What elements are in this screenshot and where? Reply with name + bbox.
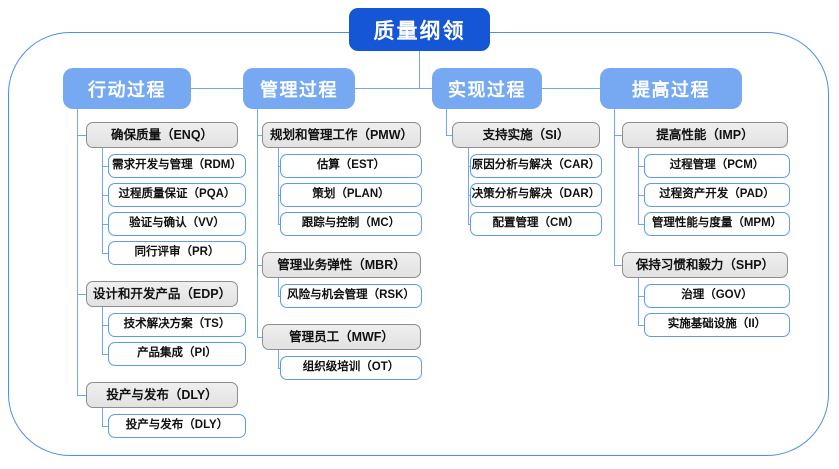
leaf-box-1-2-1[interactable]: 技术解决方案（TS）	[108, 313, 246, 337]
leaf-box-3-1-3[interactable]: 配置管理（CM）	[470, 212, 602, 236]
leaf-box-2-1-2[interactable]: 策划（PLAN）	[280, 183, 422, 207]
connector-v-group-2-3	[278, 350, 280, 368]
connector-h-group-1-3	[77, 395, 86, 397]
leaf-box-3-1-1[interactable]: 原因分析与解决（CAR）	[470, 154, 602, 178]
group-box-1-3[interactable]: 投产与发布（DLY）	[86, 382, 238, 408]
column-header-2[interactable]: 管理过程	[243, 68, 355, 109]
group-box-1-1[interactable]: 确保质量（ENQ）	[86, 122, 238, 148]
connector-h-leaf-3-1-3	[468, 224, 470, 226]
connector-v-title	[419, 51, 421, 88]
leaf-box-1-1-4[interactable]: 同行评审（PR）	[108, 241, 246, 265]
connector-h-leaf-4-2-1	[638, 296, 644, 298]
leaf-box-2-1-3[interactable]: 跟踪与控制（MC）	[280, 212, 422, 236]
leaf-box-1-1-1[interactable]: 需求开发与管理（RDM）	[108, 154, 246, 178]
leaf-box-1-1-2[interactable]: 过程质量保证（PQA）	[108, 183, 246, 207]
group-box-1-2[interactable]: 设计和开发产品（EDP）	[86, 281, 238, 307]
connector-v-column-1	[77, 109, 79, 395]
leaf-box-4-1-2[interactable]: 过程资产开发（PAD）	[644, 183, 790, 207]
connector-v-group-4-2	[638, 278, 640, 325]
connector-v-group-1-1	[102, 148, 104, 253]
connector-v-column-3	[446, 109, 448, 135]
connector-h-group-2-3	[257, 337, 262, 339]
connector-h-leaf-4-1-2	[638, 195, 644, 197]
leaf-box-4-1-1[interactable]: 过程管理（PCM）	[644, 154, 790, 178]
connector-h-group-1-1	[77, 135, 86, 137]
connector-h-leaf-2-3-1	[278, 368, 280, 370]
leaf-box-1-1-3[interactable]: 验证与确认（VV）	[108, 212, 246, 236]
connector-v-group-2-2	[278, 278, 280, 296]
group-box-4-1[interactable]: 提高性能（IMP）	[622, 122, 788, 148]
connector-v-group-3-1	[468, 148, 470, 224]
connector-v-group-1-2	[102, 307, 104, 354]
leaf-box-4-2-1[interactable]: 治理（GOV）	[644, 284, 790, 308]
leaf-box-2-3-1[interactable]: 组织级培训（OT）	[280, 356, 422, 380]
group-box-2-3[interactable]: 管理员工（MWF）	[262, 324, 421, 350]
connector-h-leaf-2-2-1	[278, 296, 280, 298]
connector-h-group-2-1	[257, 135, 262, 137]
connector-h-leaf-4-2-2	[638, 325, 644, 327]
connector-h-leaf-1-3-1	[102, 426, 108, 428]
leaf-box-4-1-3[interactable]: 管理性能与度量（MPM）	[644, 212, 790, 236]
connector-v-column-2	[257, 109, 259, 337]
connector-h-leaf-1-1-2	[102, 195, 108, 197]
connector-h-leaf-1-1-3	[102, 224, 108, 226]
root-title: 质量纲领	[349, 8, 490, 51]
group-box-2-2[interactable]: 管理业务弹性（MBR）	[262, 252, 421, 278]
connector-h-leaf-4-1-1	[638, 166, 644, 168]
group-box-3-1[interactable]: 支持实施（SI）	[452, 122, 600, 148]
group-box-2-1[interactable]: 规划和管理工作（PMW）	[262, 122, 421, 148]
connector-h-leaf-1-2-2	[102, 354, 108, 356]
connector-h-group-3-1	[446, 135, 452, 137]
connector-h-group-4-1	[614, 135, 622, 137]
connector-h-leaf-4-1-3	[638, 224, 644, 226]
connector-h-leaf-1-1-1	[102, 166, 108, 168]
connector-h-group-2-2	[257, 265, 262, 267]
leaf-box-4-2-2[interactable]: 实施基础设施（II）	[644, 313, 790, 337]
leaf-box-1-3-1[interactable]: 投产与发布（DLY）	[108, 414, 246, 438]
column-header-1[interactable]: 行动过程	[63, 68, 191, 109]
connector-v-group-1-3	[102, 408, 104, 426]
connector-v-group-2-1	[278, 148, 280, 224]
leaf-box-3-1-2[interactable]: 决策分析与解决（DAR）	[470, 183, 602, 207]
connector-v-column-4	[614, 109, 616, 265]
connector-h-leaf-2-1-3	[278, 224, 280, 226]
leaf-box-2-1-1[interactable]: 估算（EST）	[280, 154, 422, 178]
connector-h-group-1-2	[77, 294, 86, 296]
column-header-3[interactable]: 实现过程	[432, 68, 542, 109]
connector-h-leaf-1-1-4	[102, 253, 108, 255]
connector-v-group-4-1	[638, 148, 640, 224]
group-box-4-2[interactable]: 保持习惯和毅力（SHP）	[622, 252, 788, 278]
connector-h-leaf-1-2-1	[102, 325, 108, 327]
column-header-4[interactable]: 提高过程	[600, 68, 742, 109]
leaf-box-1-2-2[interactable]: 产品集成（PI）	[108, 342, 246, 366]
connector-h-group-4-2	[614, 265, 622, 267]
leaf-box-2-2-1[interactable]: 风险与机会管理（RSK）	[280, 284, 422, 308]
